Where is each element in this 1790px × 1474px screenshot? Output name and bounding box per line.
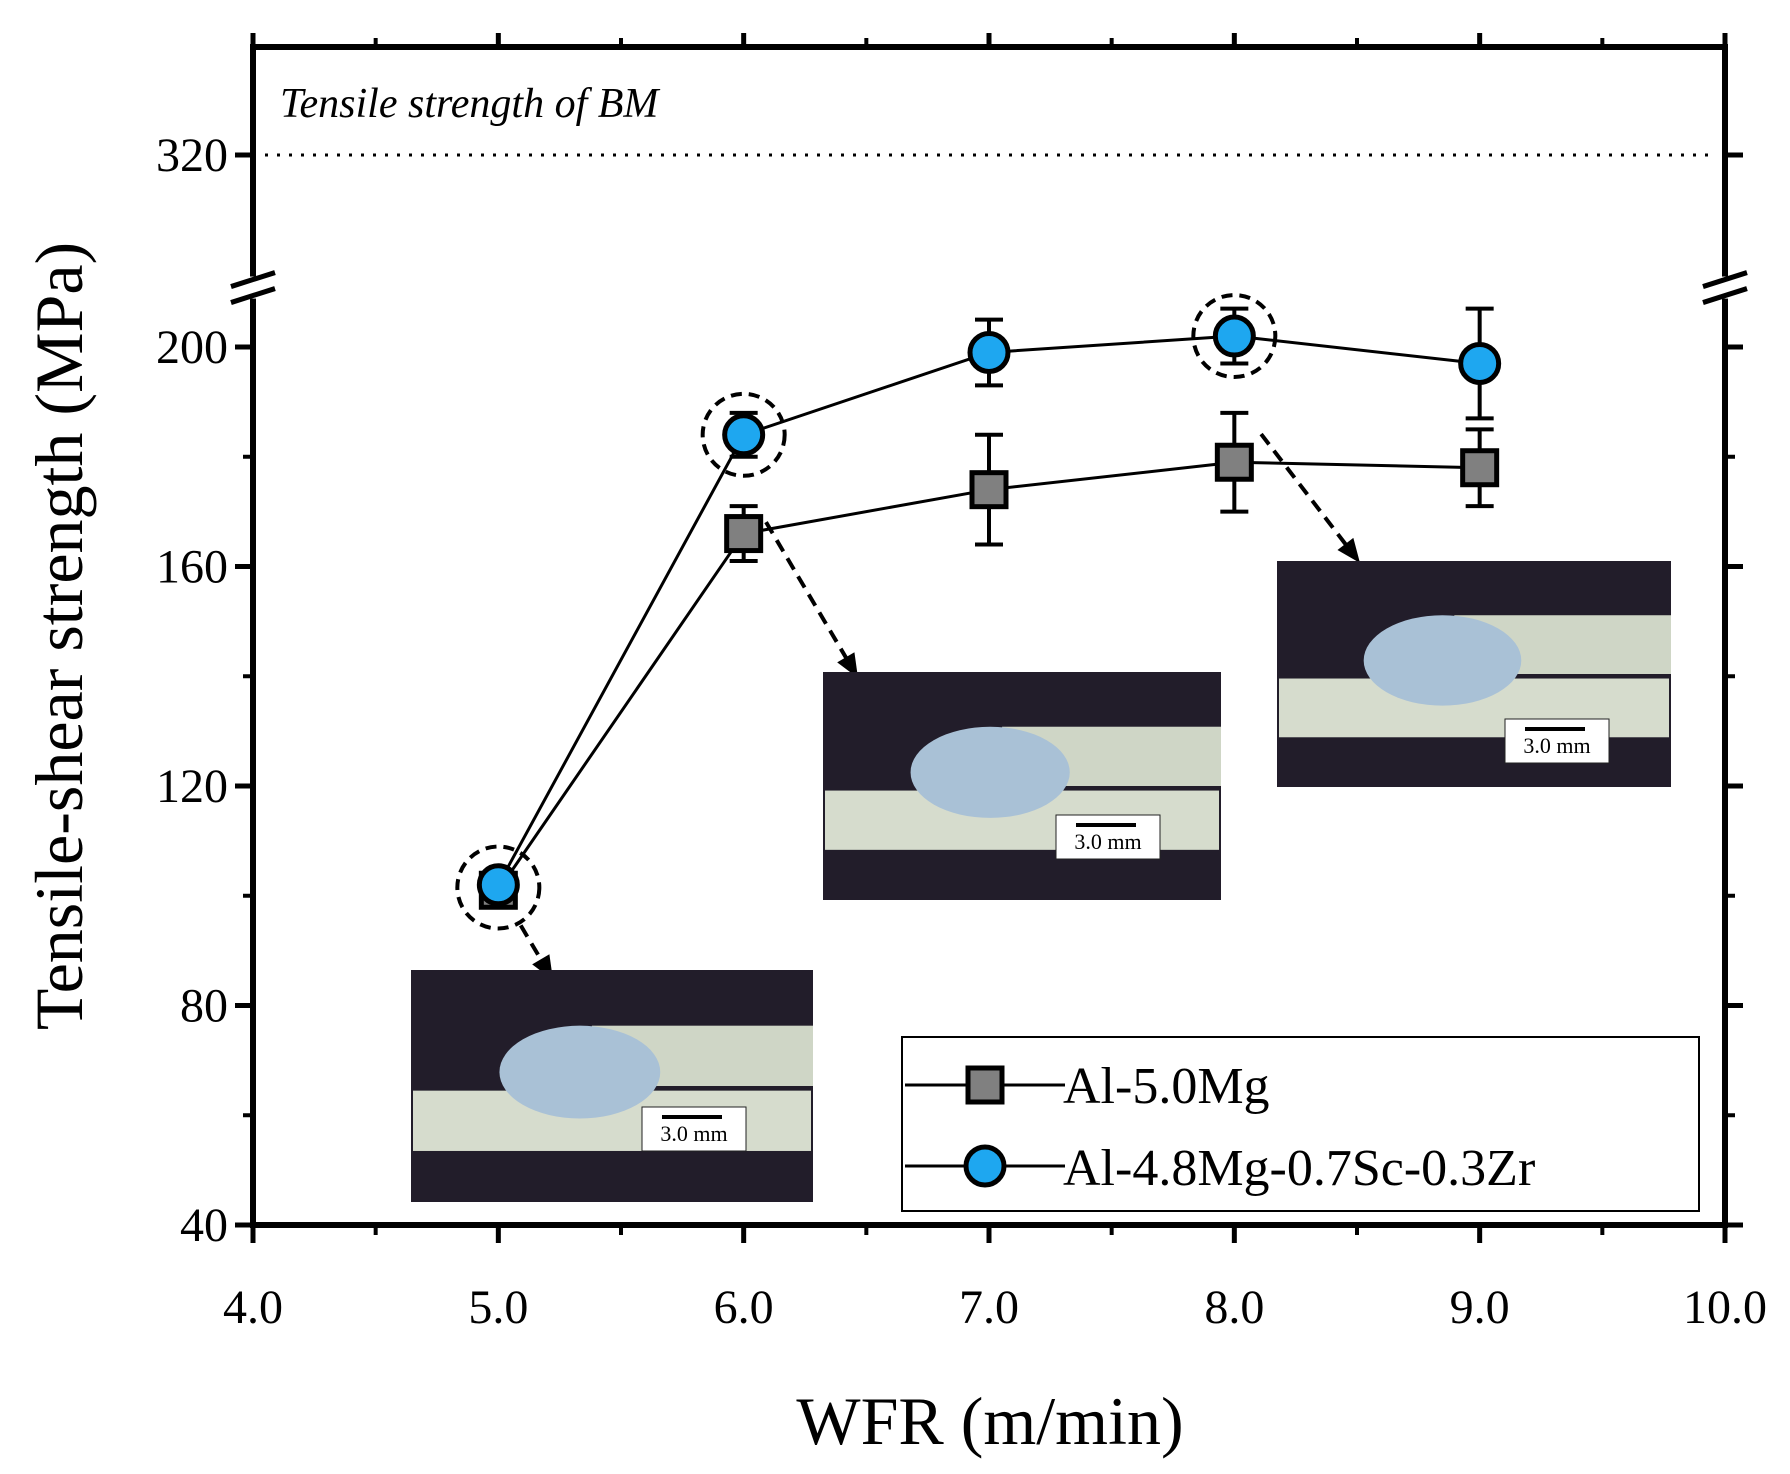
callout-arrow-head — [837, 652, 858, 678]
marker-circle — [722, 413, 766, 457]
x-tick-label: 8.0 — [1204, 1281, 1264, 1334]
marker-square — [724, 514, 764, 554]
legend-label-1: Al-5.0Mg — [1063, 1058, 1270, 1115]
marker-circle — [476, 863, 520, 907]
axis-tick-labels: 4.0 5.0 6.0 7.0 8.0 9.0 10.0 40 80 120 160 200 320 — [156, 129, 1767, 1334]
y-tick-label: 80 — [180, 980, 228, 1033]
x-tick-label: 4.0 — [223, 1281, 283, 1334]
axis-break-slash — [230, 270, 276, 289]
micrograph-weld-nugget — [1363, 615, 1522, 706]
x-axis-title: WFR (m/min) — [796, 1383, 1183, 1459]
marker-circle — [1212, 314, 1256, 358]
x-tick-label: 7.0 — [959, 1281, 1019, 1334]
highlight-circles — [455, 293, 1278, 931]
x-tick-label: 6.0 — [714, 1281, 774, 1334]
callout-arrow-shaft — [764, 521, 851, 664]
x-tick-label: 9.0 — [1450, 1281, 1510, 1334]
callout-arrow-shaft — [519, 924, 546, 966]
marker-square — [969, 470, 1009, 510]
scale-bar-box — [641, 1106, 747, 1152]
reference-line-label: Tensile strength of BM — [280, 81, 660, 127]
callout-arrow-shaft — [1259, 432, 1351, 550]
scale-bar-box — [1055, 814, 1161, 860]
highlight-circle — [455, 844, 542, 931]
marker-square — [1460, 448, 1500, 488]
plot-frame — [250, 44, 1728, 1228]
callout-arrow-head — [1337, 537, 1360, 563]
micrograph-weld-nugget — [499, 1025, 661, 1119]
legend-box — [901, 1036, 1700, 1212]
marker-circle — [967, 330, 1011, 374]
legend-label-2: Al-4.8Mg-0.7Sc-0.3Zr — [1063, 1140, 1535, 1197]
scale-bar-label: 3.0 mm — [660, 1121, 727, 1146]
y-tick-label: 160 — [156, 541, 228, 594]
scale-bar-label: 3.0 mm — [1523, 733, 1590, 758]
legend: Al-5.0Mg Al-4.8Mg-0.7Sc-0.3Zr — [901, 1036, 1700, 1212]
axis-break-slash — [230, 286, 276, 305]
micrograph-weld-nugget — [910, 726, 1070, 818]
marker-square — [1214, 442, 1254, 482]
y-tick-label: 320 — [156, 129, 228, 182]
y-axis-title: Tensile-shear strength (MPa) — [21, 242, 97, 1030]
x-tick-label: 5.0 — [468, 1281, 528, 1334]
axis-break-slash — [1702, 286, 1748, 305]
scale-bar-box — [1504, 718, 1610, 764]
y-tick-label: 200 — [156, 321, 228, 374]
data-markers — [476, 314, 1502, 910]
scale-bar-label: 3.0 mm — [1074, 829, 1141, 854]
marker-circle — [1458, 341, 1502, 385]
y-tick-label: 120 — [156, 760, 228, 813]
micrograph-insets: 3.0 mm 3.0 mm 3.0 mm — [411, 561, 1671, 1202]
highlight-circle — [700, 391, 787, 478]
legend-marker-square — [965, 1065, 1005, 1105]
axis-break-marks — [229, 270, 1749, 305]
highlight-circle — [1191, 293, 1278, 380]
axis-break-slash — [1702, 270, 1748, 289]
x-tick-label: 10.0 — [1683, 1281, 1767, 1334]
y-tick-label: 40 — [180, 1199, 228, 1252]
legend-marker-circle — [963, 1144, 1007, 1188]
